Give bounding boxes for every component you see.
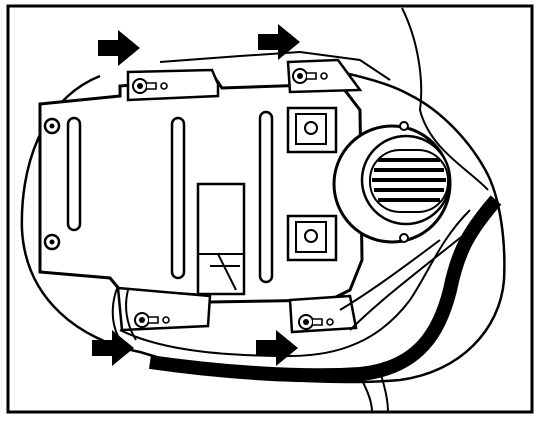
clip-lower [286, 214, 338, 262]
clip-upper [286, 106, 338, 154]
door-panel-outline [20, 60, 506, 384]
bracket-tab-top-left [126, 68, 220, 102]
speaker [332, 121, 452, 244]
slot-center [170, 116, 186, 280]
connector-housing [196, 182, 246, 296]
speaker-grille-icon [372, 158, 446, 202]
slot-left [66, 116, 82, 232]
arrow-right-icon [92, 330, 134, 366]
upper-edge [159, 50, 391, 81]
bracket-tab-bottom-left [116, 286, 212, 332]
arrow-right-icon [98, 30, 140, 66]
outer-frame [6, 4, 534, 414]
wire-right [339, 229, 471, 331]
wire-left [111, 285, 137, 341]
arrow-right-icon [256, 330, 298, 366]
harness-tail [359, 371, 389, 413]
slot-right [258, 110, 274, 284]
wire-top [401, 7, 489, 191]
